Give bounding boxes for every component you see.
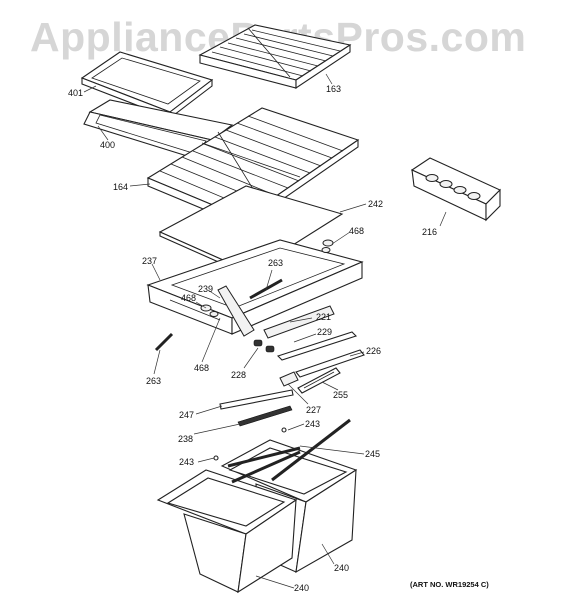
part-label-242: 242 <box>368 199 384 209</box>
part-label-229: 229 <box>317 327 333 337</box>
art-number: (ART NO. WR19254 C) <box>410 580 489 589</box>
leader-lines <box>83 73 447 589</box>
slide-229[interactable] <box>276 331 358 361</box>
pin-243-left[interactable] <box>213 455 219 461</box>
part-label-226: 226 <box>366 346 382 356</box>
clip-227[interactable] <box>279 371 299 387</box>
part-label-400: 400 <box>100 140 116 150</box>
part-label-221: 221 <box>316 312 332 322</box>
part-label-238: 238 <box>178 434 194 444</box>
part-label-243-left: 243 <box>179 457 195 467</box>
rail-247[interactable] <box>219 389 294 410</box>
part-label-227: 227 <box>306 405 322 415</box>
part-label-228: 228 <box>231 370 247 380</box>
part-label-239: 239 <box>198 284 214 294</box>
part-label-240-right: 240 <box>334 563 350 573</box>
pin-243-top[interactable] <box>281 427 287 433</box>
part-label-247: 247 <box>179 410 195 420</box>
rail-263-bottom[interactable] <box>154 332 174 352</box>
slide-255[interactable] <box>297 367 341 394</box>
part-label-245: 245 <box>365 449 381 459</box>
part-label-237: 237 <box>142 256 158 266</box>
rail-238[interactable] <box>237 405 293 427</box>
part-label-468-left: 468 <box>181 293 197 303</box>
part-label-468-top: 468 <box>349 226 365 236</box>
part-label-216: 216 <box>422 227 438 237</box>
part-label-263-top: 263 <box>268 258 284 268</box>
shelf-163[interactable] <box>198 24 352 90</box>
part-label-401: 401 <box>68 88 84 98</box>
crisper-frame-237[interactable] <box>146 239 364 339</box>
part-label-164: 164 <box>113 182 129 192</box>
part-label-240-left: 240 <box>294 583 310 593</box>
part-label-263-bottom: 263 <box>146 376 162 386</box>
part-label-255: 255 <box>333 390 349 400</box>
part-label-468-bottom: 468 <box>194 363 210 373</box>
divider-245[interactable] <box>271 418 351 482</box>
bin-216[interactable] <box>410 157 501 222</box>
clip-468-top[interactable] <box>321 239 334 253</box>
part-label-243-top: 243 <box>305 419 321 429</box>
part-label-163: 163 <box>326 84 342 94</box>
clip-228[interactable] <box>253 339 275 353</box>
drawer-240-left[interactable] <box>156 450 301 594</box>
damper-226[interactable] <box>295 349 365 378</box>
